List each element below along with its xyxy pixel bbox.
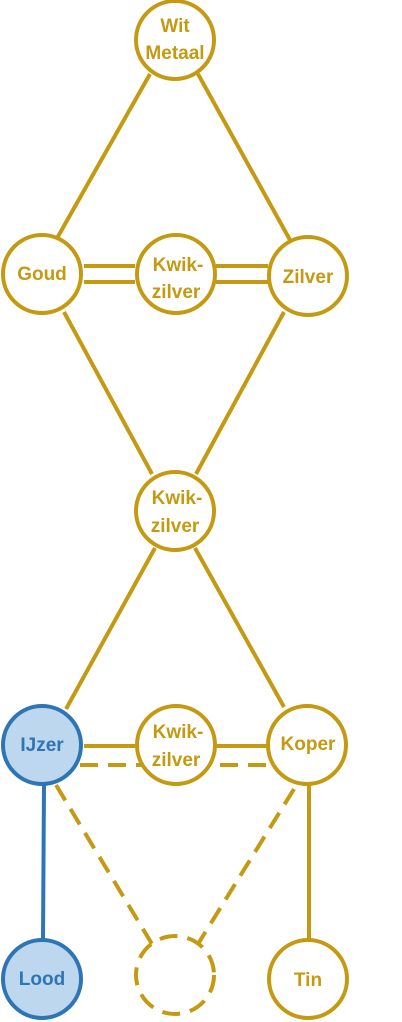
node-koper (266, 704, 348, 786)
edge-koper-empty-dashed (196, 787, 296, 946)
node-goud (1, 233, 83, 315)
edge-kwikzilver-mid-koper (193, 547, 286, 708)
edge-witmetaal-zilver (196, 73, 292, 241)
node-kwikzilver-mid (134, 470, 216, 552)
node-empty-dashed (134, 934, 216, 1016)
label-kwikzilver-top-line2: zilver (152, 282, 201, 303)
label-ijzer: IJzer (20, 735, 64, 756)
node-lood (1, 938, 83, 1020)
label-koper: Koper (281, 734, 337, 755)
edge-ijzer-lood (41, 784, 46, 941)
label-zilver: Zilver (283, 267, 334, 288)
edge-goud-kwikzilver-mid (62, 311, 154, 475)
node-wit-metaal (134, 0, 216, 81)
label-kwikzilver-low-line1: Kwik- (153, 722, 204, 743)
label-goud: Goud (17, 264, 67, 285)
label-kwikzilver-mid-line1: Kwik- (152, 488, 203, 509)
label-wit-metaal-line2: Metaal (145, 43, 204, 64)
edge-ijzer-empty-dashed (54, 783, 154, 946)
node-kwikzilver-top (135, 233, 217, 315)
node-kwikzilver-low (135, 704, 217, 786)
node-zilver (267, 235, 349, 317)
label-wit-metaal-line1: Wit (160, 16, 190, 37)
label-lood: Lood (19, 969, 65, 990)
label-tin: Tin (294, 970, 322, 991)
node-tin (267, 938, 349, 1020)
label-kwikzilver-top-line1: Kwik- (153, 255, 204, 276)
node-ijzer (1, 704, 83, 786)
edge-kwikzilver-mid-ijzer (64, 547, 157, 710)
edge-zilver-kwikzilver-mid (194, 311, 286, 475)
edge-witmetaal-goud (54, 73, 152, 241)
label-kwikzilver-mid-line2: zilver (151, 516, 200, 537)
label-kwikzilver-low-line2: zilver (152, 750, 201, 771)
